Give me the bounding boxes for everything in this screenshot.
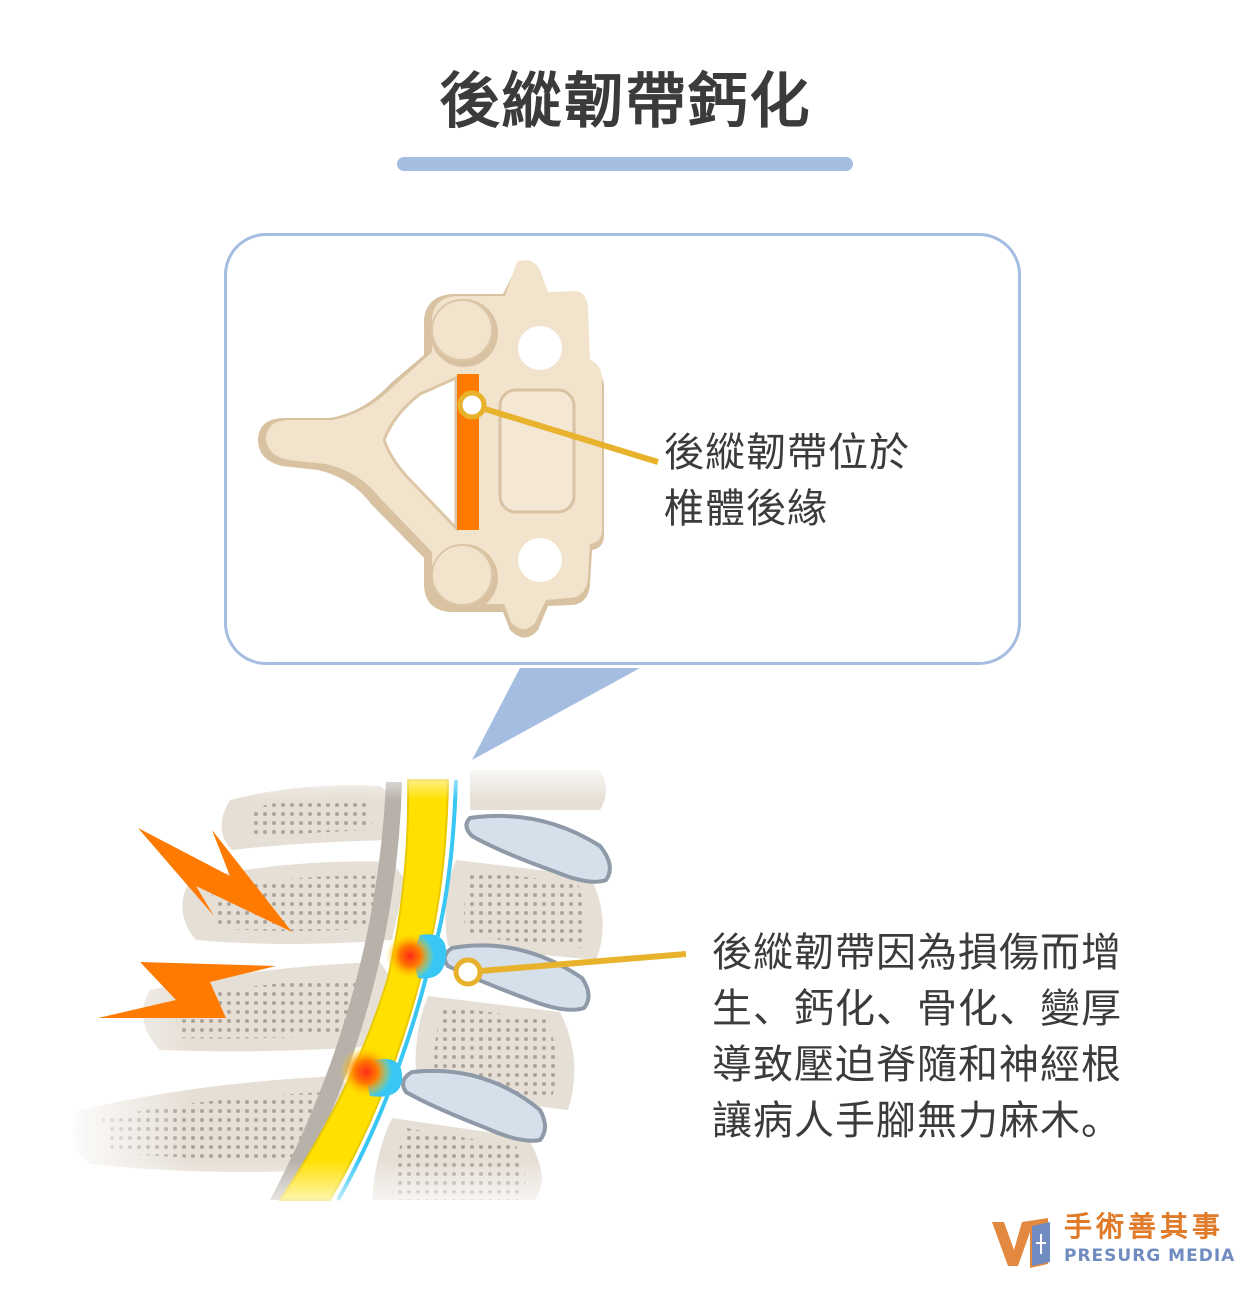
- compression-glow-lower: [340, 1046, 392, 1098]
- pointer-line-bottom: [467, 951, 687, 975]
- callout-bottom-line: 讓病人手腳無力麻木。: [712, 1098, 1122, 1144]
- presurg-logo-icon: [992, 1218, 1050, 1268]
- vertebra-cross-section: [257, 260, 604, 638]
- callout-tail: [472, 668, 640, 760]
- compression-glow-upper: [386, 932, 434, 980]
- pain-bolt-upper-icon: [138, 828, 292, 932]
- title-underline: [397, 157, 853, 171]
- callout-bottom-text: 後縱韌帶因為損傷而增 生、鈣化、骨化、變厚 導致壓迫脊隨和神經根 讓病人手腳無力…: [712, 925, 1122, 1149]
- pointer-dot-bottom: [453, 957, 483, 987]
- logo-name-en: PRESURG MEDIA: [1064, 1246, 1236, 1266]
- callout-bottom-line: 生、鈣化、骨化、變厚: [712, 986, 1122, 1032]
- logo-name-cn: 手術善其事: [1064, 1210, 1225, 1243]
- callout-top-text: 後縱韌帶位於 椎體後緣: [664, 425, 910, 537]
- page-title: 後縱韌帶鈣化: [439, 67, 812, 137]
- pain-bolt-lower-icon: [98, 962, 276, 1018]
- callout-bottom-line: 後縱韌帶因為損傷而增: [712, 930, 1122, 976]
- callout-bottom-line: 導致壓迫脊隨和神經根: [712, 1042, 1122, 1088]
- cervical-spine-sagittal: [60, 760, 660, 1220]
- callout-top-line: 椎體後緣: [664, 486, 828, 532]
- callout-top-line: 後縱韌帶位於: [664, 430, 910, 476]
- pointer-dot-top: [457, 390, 487, 420]
- pointer-line-top: [471, 402, 659, 465]
